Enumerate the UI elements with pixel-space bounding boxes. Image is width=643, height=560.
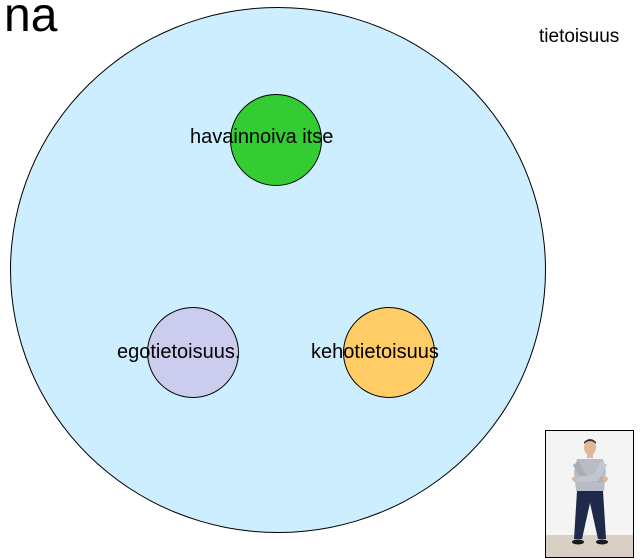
slide-title-fragment: na bbox=[4, 0, 58, 42]
observer-label: havainnoiva itse bbox=[190, 126, 334, 148]
awareness-circle bbox=[10, 7, 546, 533]
body-label: kehotietoisuus bbox=[311, 341, 439, 363]
ego-label: egotietoisuus. bbox=[117, 341, 241, 363]
ego-circle bbox=[147, 307, 239, 398]
body-circle bbox=[343, 307, 435, 398]
observer-circle bbox=[230, 94, 322, 186]
standing-person-photo bbox=[545, 430, 634, 558]
awareness-label: tietoisuus bbox=[539, 26, 620, 47]
person-illustration bbox=[546, 431, 633, 557]
